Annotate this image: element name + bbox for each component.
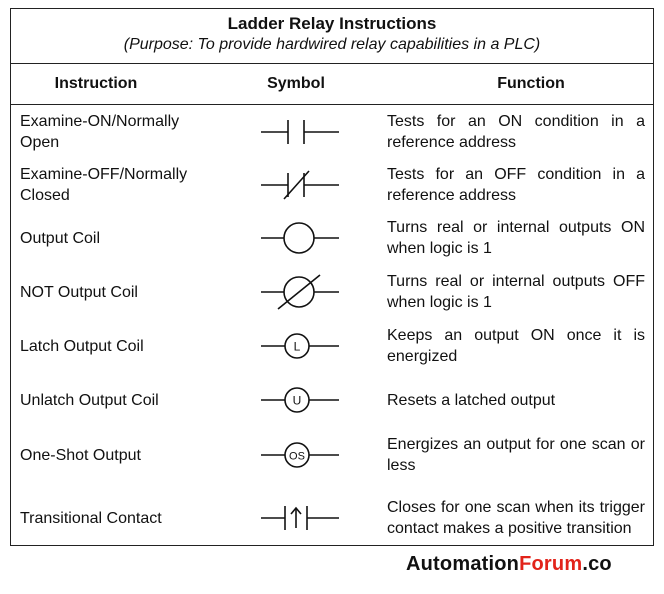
function-cell: Turns real or internal outputs ON when l… [387,219,645,257]
instruction-cell: Examine-ON/Normally Open [20,112,180,151]
function-cell: Tests for an OFF condition in a referenc… [387,165,645,204]
latch-letter: L [294,340,301,354]
table-row: Latch Output Coil L Keeps an output ON o… [11,319,653,373]
ladder-relay-table: Ladder Relay Instructions (Purpose: To p… [10,8,654,546]
instruction-cell: NOT Output Coil [20,283,138,301]
table-title-area: Ladder Relay Instructions (Purpose: To p… [11,9,653,64]
function-cell: Resets a latched output [387,391,556,409]
transitional-contact-icon [221,503,381,533]
table-title: Ladder Relay Instructions [227,14,437,33]
brand-part-domain: .co [582,553,612,575]
instruction-cell: Examine-OFF/Normally Closed [20,165,188,204]
table-subtitle: (Purpose: To provide hardwired relay cap… [123,36,541,53]
not-output-coil-icon [221,273,381,311]
latch-coil-icon: L [221,330,381,362]
brand-part-forum: Forum [519,553,583,575]
instruction-cell: Unlatch Output Coil [20,391,159,409]
normally-open-contact-icon [221,117,381,147]
header-instruction: Instruction [54,75,138,92]
header-function: Function [497,75,565,92]
one-shot-letters: OS [289,451,305,463]
function-cell: Keeps an output ON once it is energized [387,327,645,365]
normally-closed-contact-icon [221,168,381,202]
function-cell: Closes for one scan when its trigger con… [387,499,645,537]
table-row: One-Shot Output OS Energizes an output f… [11,427,653,483]
table-row: Transitional Contact Closes for one scan… [11,483,653,553]
output-coil-icon [221,220,381,256]
function-cell: Energizes an output for one scan or less [387,436,645,474]
function-cell: Turns real or internal outputs OFF when … [387,273,645,311]
table-header-row: Instruction Symbol Function [11,64,653,105]
table-row: Output Coil Turns real or internal outpu… [11,211,653,265]
function-cell: Tests for an ON condition in a reference… [387,112,645,151]
instruction-cell: Output Coil [20,229,101,247]
header-symbol: Symbol [267,75,325,92]
unlatch-coil-icon: U [221,384,381,416]
table-row: Examine-OFF/Normally Closed Tests for an… [11,158,653,211]
instruction-cell: Latch Output Coil [20,337,144,355]
table-row: Examine-ON/Normally Open Tests for an ON… [11,105,653,158]
table-row: Unlatch Output Coil U Resets a latched o… [11,373,653,427]
brand-part-automation: Automation [406,553,520,575]
unlatch-letter: U [293,394,302,408]
brand-logo: AutomationForum.co [406,553,612,576]
table-body: Examine-ON/Normally Open Tests for an ON… [11,105,653,553]
table-row: NOT Output Coil Turns real or internal o… [11,265,653,319]
instruction-cell: One-Shot Output [20,446,141,464]
instruction-cell: Transitional Contact [20,509,162,527]
one-shot-coil-icon: OS [221,439,381,471]
